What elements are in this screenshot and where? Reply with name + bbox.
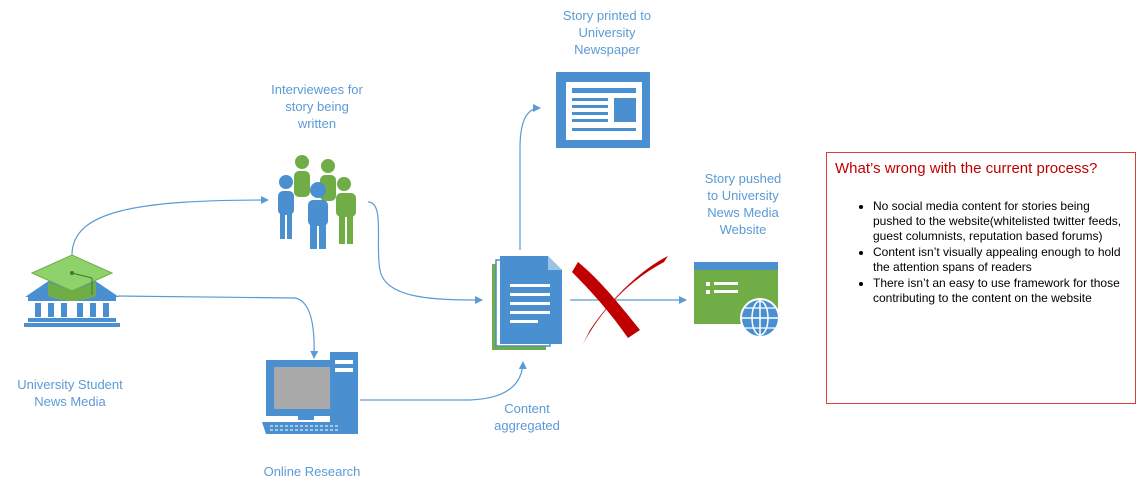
university-building-icon [24,254,120,327]
interviewees-label-line: Interviewees for [271,82,363,97]
problem-item: No social media content for stories bein… [873,199,1123,244]
problems-panel: What’s wrong with the current process? N… [826,152,1136,404]
pushed-label-line: to University [707,188,779,203]
pushed-label-line: News Media [707,205,779,220]
story-pushed-label: Story pushed to University News Media We… [676,170,810,238]
online-research-label: Online Research [245,463,379,480]
documents-stack-icon [492,256,562,350]
problem-item: Content isn’t visually appealing enough … [873,245,1123,275]
people-group-icon [278,155,356,249]
content-label-line: aggregated [494,418,560,433]
newspaper-icon [556,72,650,148]
arrow-university-to-interviewees [71,196,269,256]
arrow-online-research-to-content [360,361,527,401]
problems-list: No social media content for stories bein… [827,199,1135,307]
cross-mark-icon [572,256,668,350]
interviewees-label-line: written [297,116,337,131]
problem-item: There isn’t an easy to use framework for… [873,276,1123,306]
university-label: University Student News Media [0,376,140,410]
globe-icon [740,298,780,338]
printed-label-line: Story printed to [562,8,652,23]
connectors [71,104,687,401]
arrow-university-to-online-research [117,295,319,359]
interviewees-label: Interviewees for story being written [250,81,384,132]
content-aggregated-label: Content aggregated [470,400,584,434]
printed-label-line: University [578,25,636,40]
university-label-line: University Student [17,377,123,392]
website-icon [694,262,780,338]
pushed-label-line: Story pushed [704,171,782,186]
computer-icon [262,352,358,434]
online-research-label-line: Online Research [263,464,361,479]
panel-title: What’s wrong with the current process? [835,160,1098,177]
arrow-interviewees-to-content [367,201,483,304]
interviewees-label-line: story being [285,99,349,114]
university-label-line: News Media [34,394,106,409]
story-printed-label: Story printed to University Newspaper [540,7,674,58]
content-label-line: Content [504,401,550,416]
printed-label-line: Newspaper [574,42,640,57]
pushed-label-line: Website [719,222,767,237]
arrow-content-to-newspaper [519,104,541,250]
